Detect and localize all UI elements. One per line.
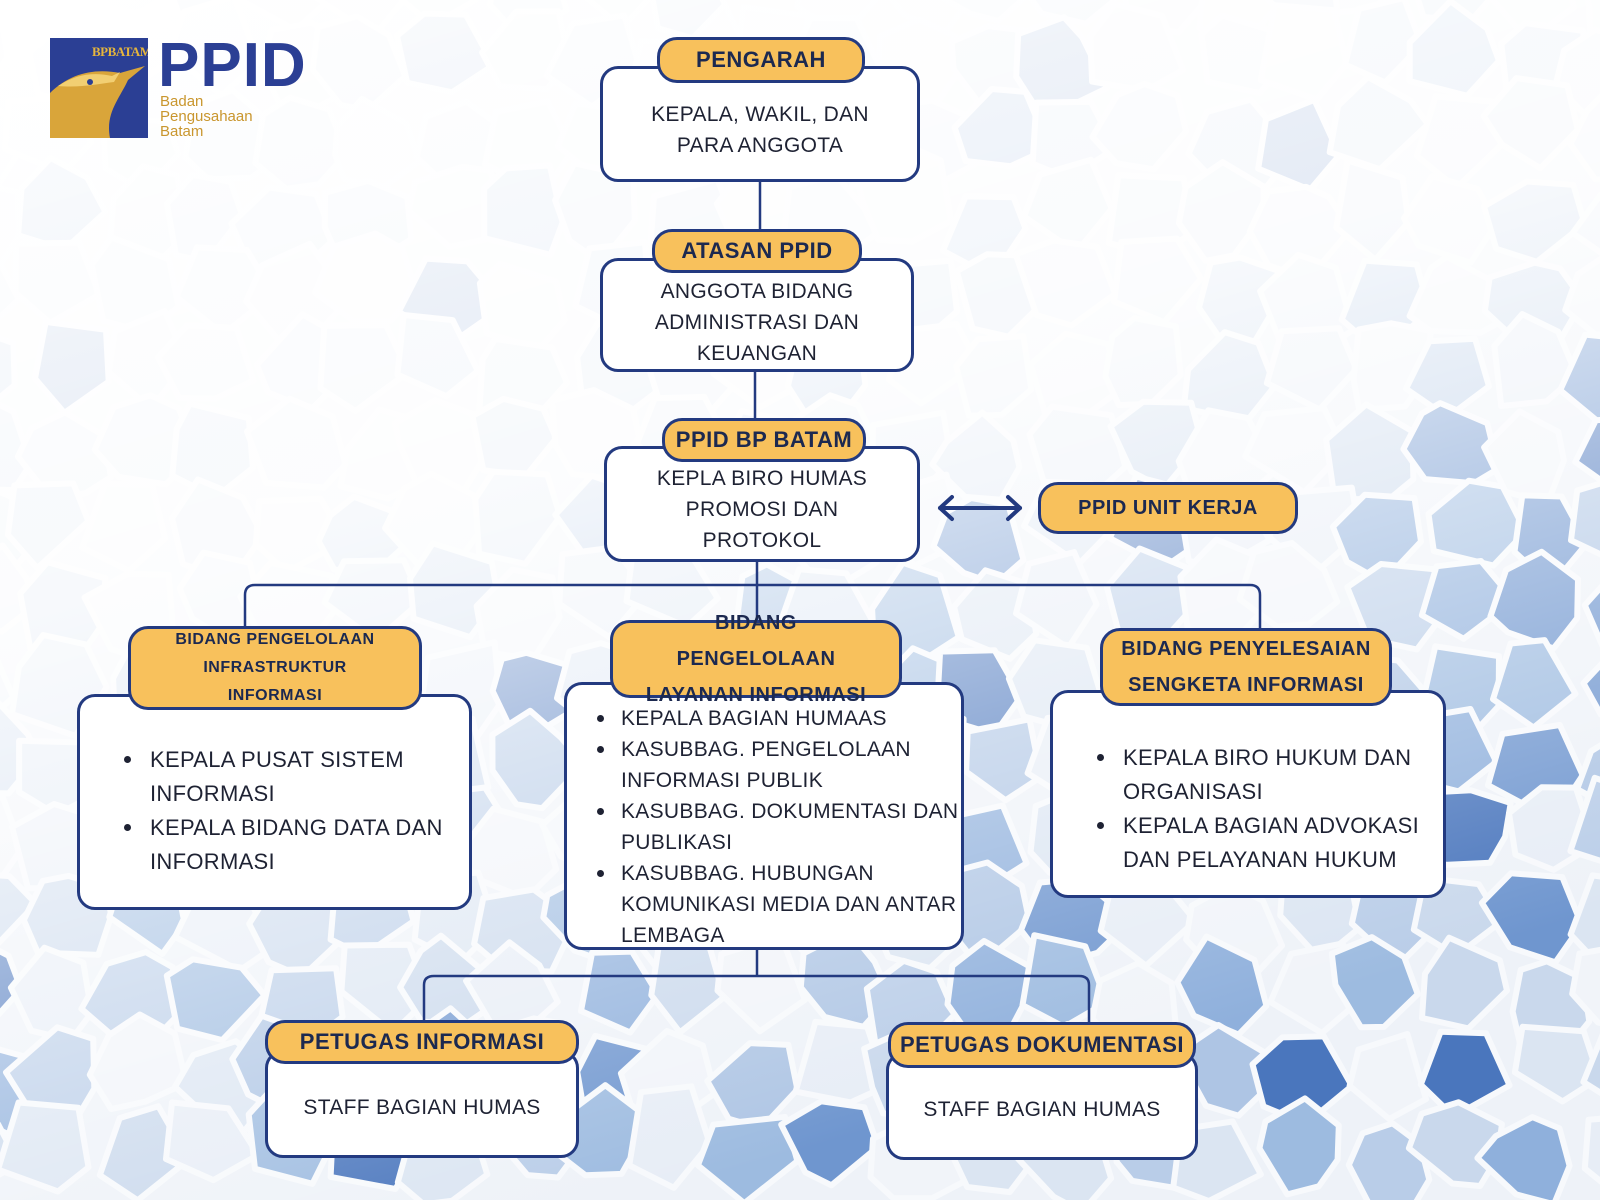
sengketa-list: KEPALA BIRO HUKUM DAN ORGANISASI KEPALA … xyxy=(1053,741,1443,877)
double-arrow-icon xyxy=(938,495,1022,521)
layanan-box: KEPALA BAGIAN HUMAAS KASUBBAG. PENGELOLA… xyxy=(564,682,964,950)
infrastruktur-title-text: BIDANG PENGELOLAAN INFRASTRUKTUR INFORMA… xyxy=(175,631,375,704)
infrastruktur-box: KEPALA PUSAT SISTEM INFORMASI KEPALA BID… xyxy=(77,694,472,910)
sengketa-box: KEPALA BIRO HUKUM DAN ORGANISASI KEPALA … xyxy=(1050,690,1446,898)
ppid-bp-batam-title: PPID BP BATAM xyxy=(662,418,866,462)
logo-subtitle-line: Pengusahaan xyxy=(160,108,253,125)
sengketa-title-text: BIDANG PENYELESAIAN SENGKETA INFORMASI xyxy=(1121,638,1371,696)
bp-batam-emblem: BPBATAM xyxy=(50,38,148,138)
petugas-informasi-box: STAFF BAGIAN HUMAS xyxy=(265,1050,579,1158)
petugas-informasi-text: STAFF BAGIAN HUMAS xyxy=(303,1095,541,1119)
list-item: KEPALA PUSAT SISTEM INFORMASI xyxy=(124,743,469,811)
pengarah-title-text: PENGARAH xyxy=(696,47,826,72)
logo-subtitle: Badan Pengusahaan Batam xyxy=(160,94,320,139)
ppid-unit-kerja-text: PPID UNIT KERJA xyxy=(1078,497,1258,519)
infrastruktur-list: KEPALA PUSAT SISTEM INFORMASI KEPALA BID… xyxy=(80,743,469,879)
pengarah-text: KEPALA, WAKIL, DAN PARA ANGGOTA xyxy=(651,103,869,157)
petugas-dokumentasi-text: STAFF BAGIAN HUMAS xyxy=(923,1097,1161,1121)
atasan-ppid-box: ANGGOTA BIDANG ADMINISTRASI DAN KEUANGAN xyxy=(600,258,914,372)
sengketa-title: BIDANG PENYELESAIAN SENGKETA INFORMASI xyxy=(1100,628,1392,706)
ppid-unit-kerja: PPID UNIT KERJA xyxy=(1038,482,1298,534)
petugas-informasi-title: PETUGAS INFORMASI xyxy=(265,1020,579,1064)
ppid-bp-batam-text: KEPLA BIRO HUMAS PROMOSI DAN PROTOKOL xyxy=(656,466,868,552)
list-item: KASUBBAG. DOKUMENTASI DAN PUBLIKASI xyxy=(597,796,961,858)
layanan-list: KEPALA BAGIAN HUMAAS KASUBBAG. PENGELOLA… xyxy=(567,703,961,951)
list-item: KASUBBAG. PENGELOLAAN INFORMASI PUBLIK xyxy=(597,734,961,796)
pengarah-title: PENGARAH xyxy=(657,37,865,83)
infrastruktur-title: BIDANG PENGELOLAAN INFRASTRUKTUR INFORMA… xyxy=(128,626,422,710)
layanan-title: BIDANG PENGELOLAAN LAYANAN INFORMASI xyxy=(610,612,902,706)
atasan-ppid-text: ANGGOTA BIDANG ADMINISTRASI DAN KEUANGAN xyxy=(654,279,860,365)
pengarah-box: KEPALA, WAKIL, DAN PARA ANGGOTA xyxy=(600,66,920,182)
petugas-dokumentasi-title: PETUGAS DOKUMENTASI xyxy=(888,1022,1196,1068)
list-item: KEPALA BAGIAN HUMAAS xyxy=(597,703,961,734)
petugas-dokumentasi-box: STAFF BAGIAN HUMAS xyxy=(886,1052,1198,1160)
ppid-bp-batam-box: KEPLA BIRO HUMAS PROMOSI DAN PROTOKOL xyxy=(604,446,920,562)
list-item: KASUBBAG. HUBUNGAN KOMUNIKASI MEDIA DAN … xyxy=(597,858,961,951)
ppid-bp-batam-title-text: PPID BP BATAM xyxy=(675,427,853,452)
petugas-informasi-title-text: PETUGAS INFORMASI xyxy=(299,1029,545,1054)
logo-subtitle-line: Batam xyxy=(160,123,204,140)
logo-wordmark: PPID xyxy=(158,31,307,100)
emblem-text: BPBATAM xyxy=(92,44,148,59)
list-item: KEPALA BIRO HUKUM DAN ORGANISASI xyxy=(1097,741,1443,809)
petugas-dokumentasi-title-text: PETUGAS DOKUMENTASI xyxy=(899,1032,1185,1057)
logo-subtitle-line: Badan xyxy=(160,93,204,110)
list-item: KEPALA BIDANG DATA DAN INFORMASI xyxy=(124,811,469,879)
atasan-ppid-title-text: ATASAN PPID xyxy=(681,238,833,263)
layanan-title-text: BIDANG PENGELOLAAN LAYANAN INFORMASI xyxy=(645,612,867,706)
list-item: KEPALA BAGIAN ADVOKASI DAN PELAYANAN HUK… xyxy=(1097,809,1443,877)
atasan-ppid-title: ATASAN PPID xyxy=(652,229,862,273)
